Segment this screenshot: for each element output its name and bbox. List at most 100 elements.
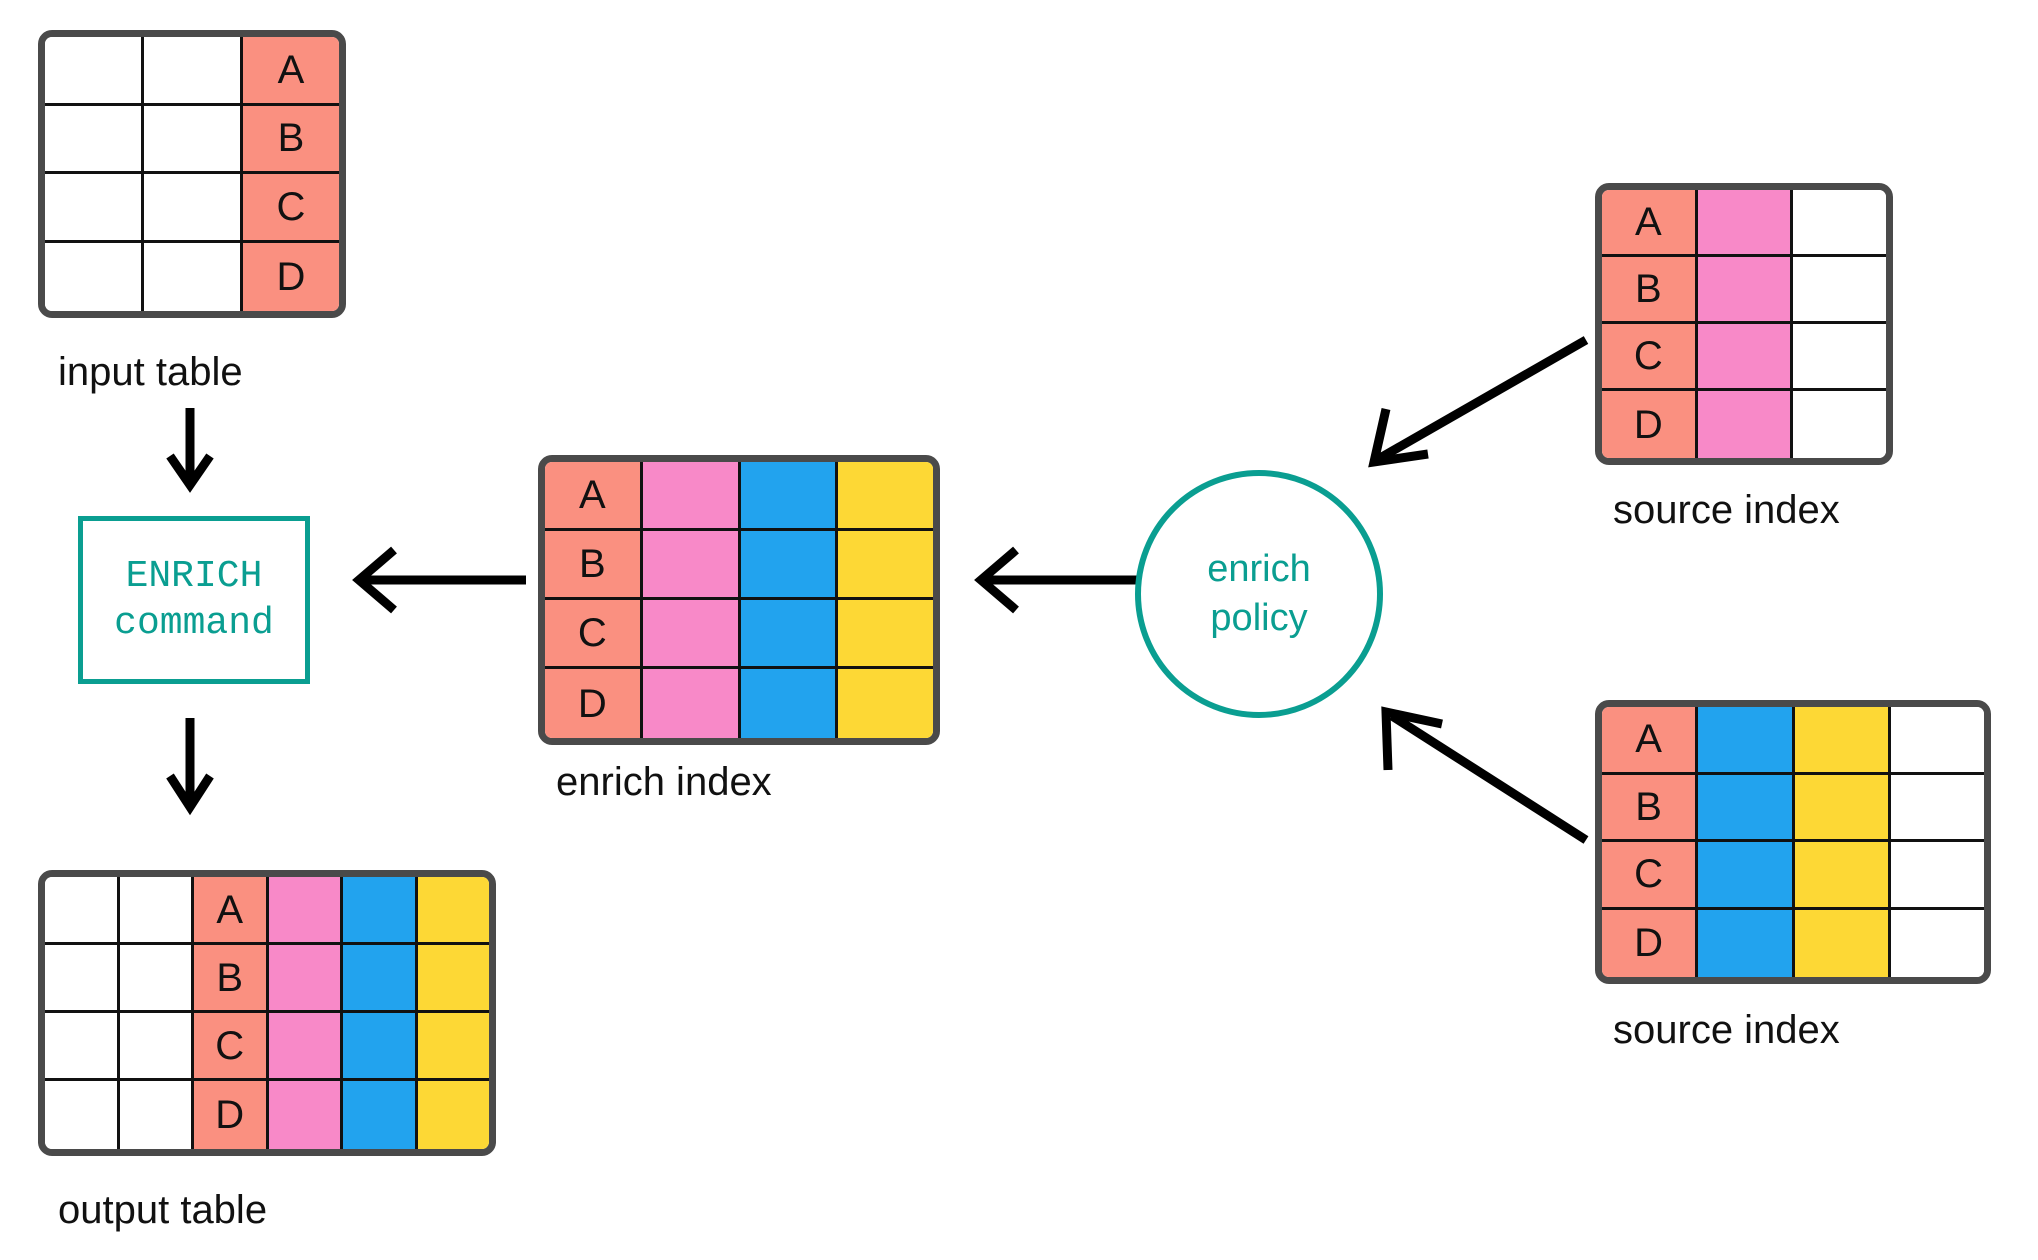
enrich-command-box[interactable]: ENRICH command — [78, 516, 310, 684]
input-table-caption: input table — [58, 350, 243, 394]
table-cell — [45, 37, 144, 106]
arrow-source-bottom-to-policy — [1381, 706, 1589, 844]
output-table: A B C D — [38, 870, 496, 1156]
source-index-bottom-table: A B C D — [1595, 700, 1991, 984]
table-cell — [1793, 190, 1886, 257]
table-cell — [343, 877, 418, 945]
table-cell — [45, 945, 120, 1013]
table-cell — [268, 945, 343, 1013]
table-cell-key: A — [1602, 190, 1698, 257]
table-cell — [740, 600, 839, 669]
table-cell — [268, 1081, 343, 1149]
table-cell — [119, 945, 194, 1013]
table-cell — [1794, 909, 1891, 977]
table-cell-key: D — [194, 1081, 269, 1149]
table-cell-key: B — [1602, 257, 1698, 324]
table-row: C — [45, 174, 339, 243]
table-cell-key: A — [1602, 707, 1699, 775]
table-cell — [1698, 774, 1795, 842]
table-cell — [642, 462, 741, 531]
table-row: D — [545, 669, 933, 738]
table-cell — [144, 105, 243, 174]
table-row: B — [1602, 257, 1886, 324]
table-row: C — [45, 1013, 489, 1081]
table-cell — [343, 1013, 418, 1081]
table-cell-key: D — [545, 669, 643, 738]
table-cell — [838, 669, 933, 738]
table-cell — [417, 1013, 489, 1081]
table-row: B — [45, 105, 339, 174]
table-cell — [417, 945, 489, 1013]
table-cell — [642, 531, 741, 600]
table-row: A — [1602, 190, 1886, 257]
table-cell — [1890, 842, 1984, 910]
table-row: D — [1602, 909, 1984, 977]
table-cell — [1793, 391, 1886, 458]
table-cell — [1890, 909, 1984, 977]
table-cell — [144, 174, 243, 243]
table-cell — [1697, 257, 1794, 324]
table-row: A — [45, 877, 489, 945]
table-cell — [642, 600, 741, 669]
table-cell — [1697, 324, 1794, 391]
table-cell — [1794, 707, 1891, 775]
table-cell — [642, 669, 741, 738]
table-cell — [1794, 774, 1891, 842]
table-cell — [1794, 842, 1891, 910]
source-index-top-caption: source index — [1613, 488, 1840, 532]
table-cell — [740, 669, 839, 738]
table-cell-key: C — [1602, 842, 1699, 910]
table-row: C — [1602, 842, 1984, 910]
table-cell — [144, 242, 243, 311]
table-cell-key: A — [243, 37, 339, 106]
table-cell — [1793, 324, 1886, 391]
table-cell-key: D — [1602, 391, 1698, 458]
table-cell — [1697, 391, 1794, 458]
table-cell — [1890, 707, 1984, 775]
table-cell — [45, 174, 144, 243]
table-row: B — [1602, 774, 1984, 842]
enrich-policy-line1: enrich — [1207, 547, 1311, 590]
table-cell — [268, 877, 343, 945]
table-cell — [1698, 909, 1795, 977]
table-row: D — [1602, 391, 1886, 458]
table-cell-key: B — [545, 531, 643, 600]
source-index-bottom-caption: source index — [1613, 1008, 1840, 1052]
source-index-top-table: A B C D — [1595, 183, 1893, 465]
table-cell — [45, 242, 144, 311]
table-cell — [45, 1013, 120, 1081]
input-table: A B C D — [38, 30, 346, 318]
enrich-command-line1: ENRICH — [125, 554, 263, 598]
table-cell — [1697, 190, 1794, 257]
table-cell — [119, 877, 194, 945]
table-row: B — [545, 531, 933, 600]
table-cell — [1698, 707, 1795, 775]
table-cell — [1793, 257, 1886, 324]
table-cell-key: B — [243, 105, 339, 174]
table-cell — [1890, 774, 1984, 842]
table-cell-key: C — [243, 174, 339, 243]
table-cell-key: A — [545, 462, 643, 531]
table-row: A — [45, 37, 339, 106]
table-row: A — [545, 462, 933, 531]
table-row: B — [45, 945, 489, 1013]
table-cell — [838, 462, 933, 531]
table-cell-key: B — [1602, 774, 1699, 842]
arrow-command-to-output — [166, 718, 214, 816]
table-row: A — [1602, 707, 1984, 775]
table-cell — [144, 37, 243, 106]
arrow-source-top-to-policy — [1368, 336, 1589, 468]
enrich-command-line2: command — [114, 602, 274, 645]
enrich-policy-line2: policy — [1210, 597, 1308, 639]
table-cell — [740, 462, 839, 531]
table-cell — [119, 1081, 194, 1149]
table-cell-key: C — [1602, 324, 1698, 391]
enrich-policy-circle[interactable]: enrich policy — [1135, 470, 1383, 718]
table-cell-key: D — [243, 242, 339, 311]
table-cell-key: C — [545, 600, 643, 669]
arrow-enrich-index-to-command — [352, 546, 526, 614]
table-cell — [119, 1013, 194, 1081]
table-cell — [740, 531, 839, 600]
table-cell — [417, 1081, 489, 1149]
